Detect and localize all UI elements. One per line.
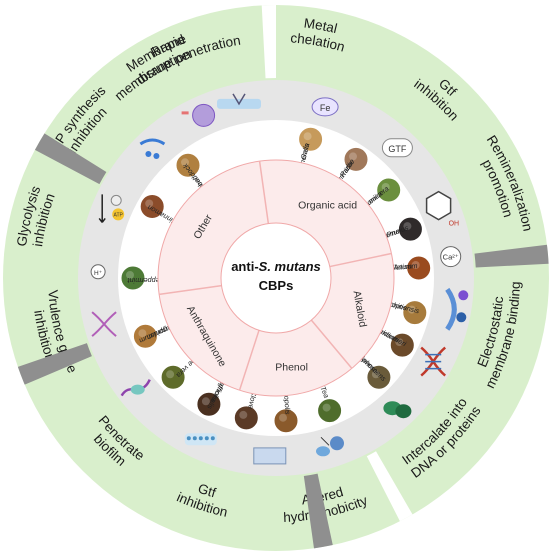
herb-label: Propolis xyxy=(282,388,293,415)
herb-clove: Clove xyxy=(233,390,259,431)
herb-photo xyxy=(233,405,259,431)
herb-photo xyxy=(196,391,222,417)
calcium-ion-icon: Ca²⁺ xyxy=(440,246,462,268)
ca-label: Ca²⁺ xyxy=(443,253,459,262)
sector-divider xyxy=(329,252,392,268)
mechanism-label-line: Metal xyxy=(303,16,339,37)
herb-photo xyxy=(298,126,324,152)
mechanism-divider xyxy=(17,343,92,385)
mechanism-divider xyxy=(303,473,333,549)
herb-photo xyxy=(132,323,158,349)
herb-photo xyxy=(160,364,186,390)
herb-photo xyxy=(343,146,369,172)
glycolysis-dna-icon xyxy=(91,311,117,337)
membrane-charge-icon xyxy=(445,287,469,331)
outer-ring-dividers xyxy=(17,5,549,549)
sector-divider xyxy=(310,319,353,369)
iron-ion-icon: Fe xyxy=(311,97,339,117)
herb-photo xyxy=(406,255,432,281)
herb-propolis: Propolis xyxy=(273,388,299,434)
biofilm-icon xyxy=(184,433,217,446)
herb-peppermint: Peppermint xyxy=(120,265,165,291)
herb-label: stellatum xyxy=(383,262,412,273)
membrane-pore-icon xyxy=(217,93,261,109)
phenol-molecule-icon: OH xyxy=(425,190,460,228)
gtf-label: GTF xyxy=(388,144,406,154)
sector-divider xyxy=(238,330,260,391)
herb-photo xyxy=(273,408,299,434)
sector-divider xyxy=(258,161,270,224)
membrane-vesicle-icon xyxy=(139,138,166,159)
herb-label: Galla xyxy=(299,142,312,160)
sector-divider xyxy=(159,284,222,296)
gtf-enzyme-icon: GTF xyxy=(381,138,413,158)
herb-photo xyxy=(389,332,415,358)
atp-label: ATP xyxy=(114,212,124,218)
herb-photo xyxy=(397,216,423,242)
mechanism-gap xyxy=(366,451,413,522)
herb-photo xyxy=(139,194,165,219)
herb-photo xyxy=(120,265,146,291)
dna-helix-icon xyxy=(420,346,447,377)
proton-icon: H⁺ xyxy=(90,264,106,280)
gene-strand-icon xyxy=(120,379,151,397)
herb-label: Anisum xyxy=(392,261,418,272)
herb-photo xyxy=(317,398,343,424)
fe-label: Fe xyxy=(320,103,331,113)
mechanism-gap xyxy=(261,5,276,79)
herb-photo xyxy=(402,300,428,326)
hydrophobic-protein-icon xyxy=(316,436,344,457)
herb-label: Peppermint xyxy=(127,276,165,285)
mechanism-divider xyxy=(474,244,549,268)
center-title: anti-S. mutans xyxy=(231,259,321,274)
protein-complex-icon xyxy=(383,401,412,419)
h-label: H⁺ xyxy=(94,270,103,277)
bacterium-icon xyxy=(181,103,216,127)
gtf-bottom-icon xyxy=(253,447,287,465)
herb-label: Clove xyxy=(246,390,259,410)
mechanism-divider xyxy=(34,133,107,185)
herb-photo xyxy=(366,364,392,390)
herb-tea: Tea xyxy=(317,385,343,424)
center-subtitle: CBPs xyxy=(259,278,294,293)
oh-label: OH xyxy=(449,221,460,228)
herb-label: Tea xyxy=(318,385,331,399)
herb-photo xyxy=(175,152,201,178)
sector-label-organic-acid: Organic acid xyxy=(298,199,357,211)
sector-label-phenol: Phenol xyxy=(275,362,308,374)
herb-photo xyxy=(376,177,402,203)
atp-synthase-icon: ATP xyxy=(98,194,125,223)
mechanism-label-line: Gtf xyxy=(196,481,218,501)
center-hub xyxy=(220,222,332,334)
